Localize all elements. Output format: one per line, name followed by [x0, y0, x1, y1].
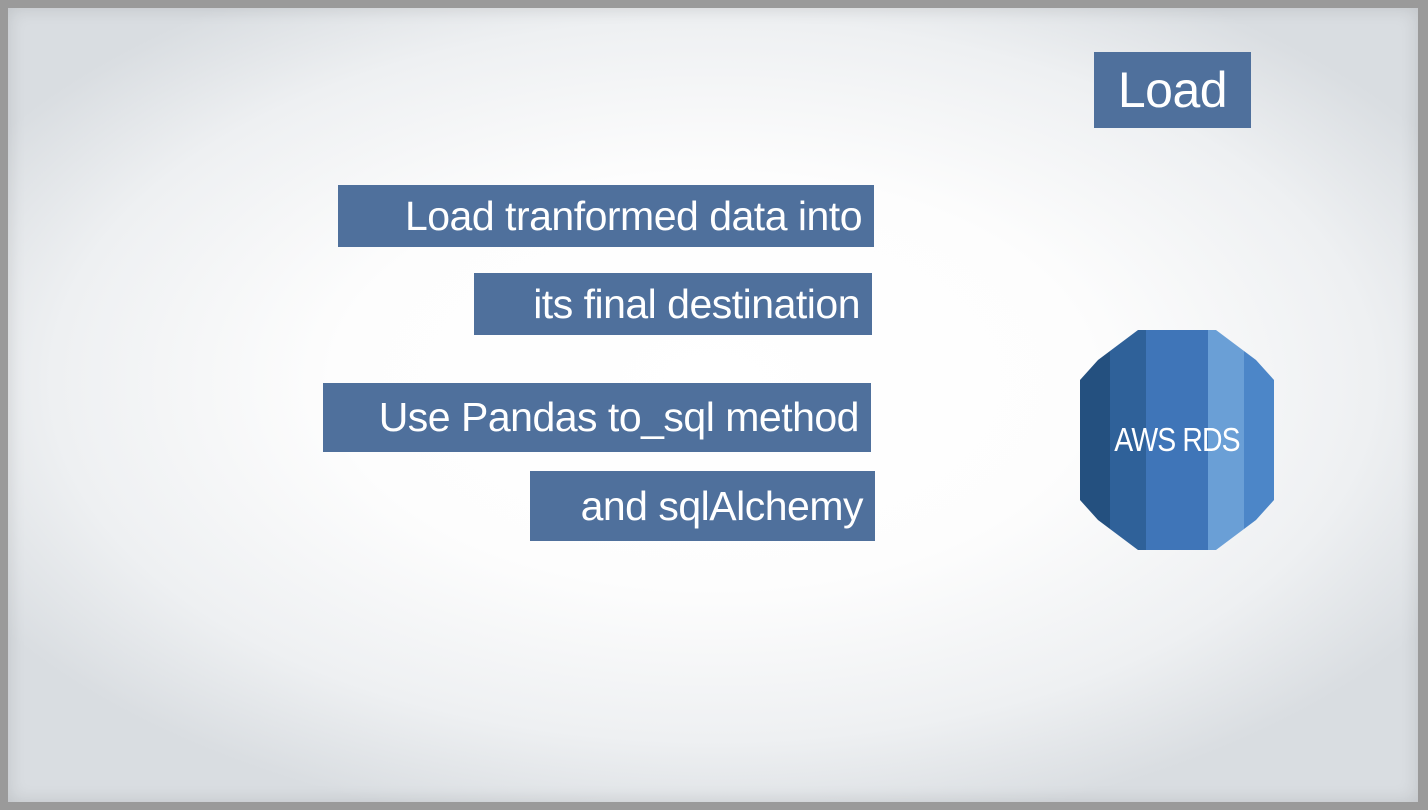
aws-rds-label: AWS RDS — [1114, 421, 1240, 458]
bullet-line-1: Load tranformed data into — [338, 185, 874, 247]
aws-rds-shape — [1080, 330, 1274, 550]
bullet-line-3: Use Pandas to_sql method — [323, 383, 871, 452]
slide-title: Load — [1094, 52, 1251, 128]
aws-rds-icon: AWS RDS — [1080, 330, 1274, 550]
slide: Load Load tranformed data into its final… — [8, 8, 1418, 802]
bullet-line-4: and sqlAlchemy — [530, 471, 875, 541]
bullet-line-2: its final destination — [474, 273, 872, 335]
